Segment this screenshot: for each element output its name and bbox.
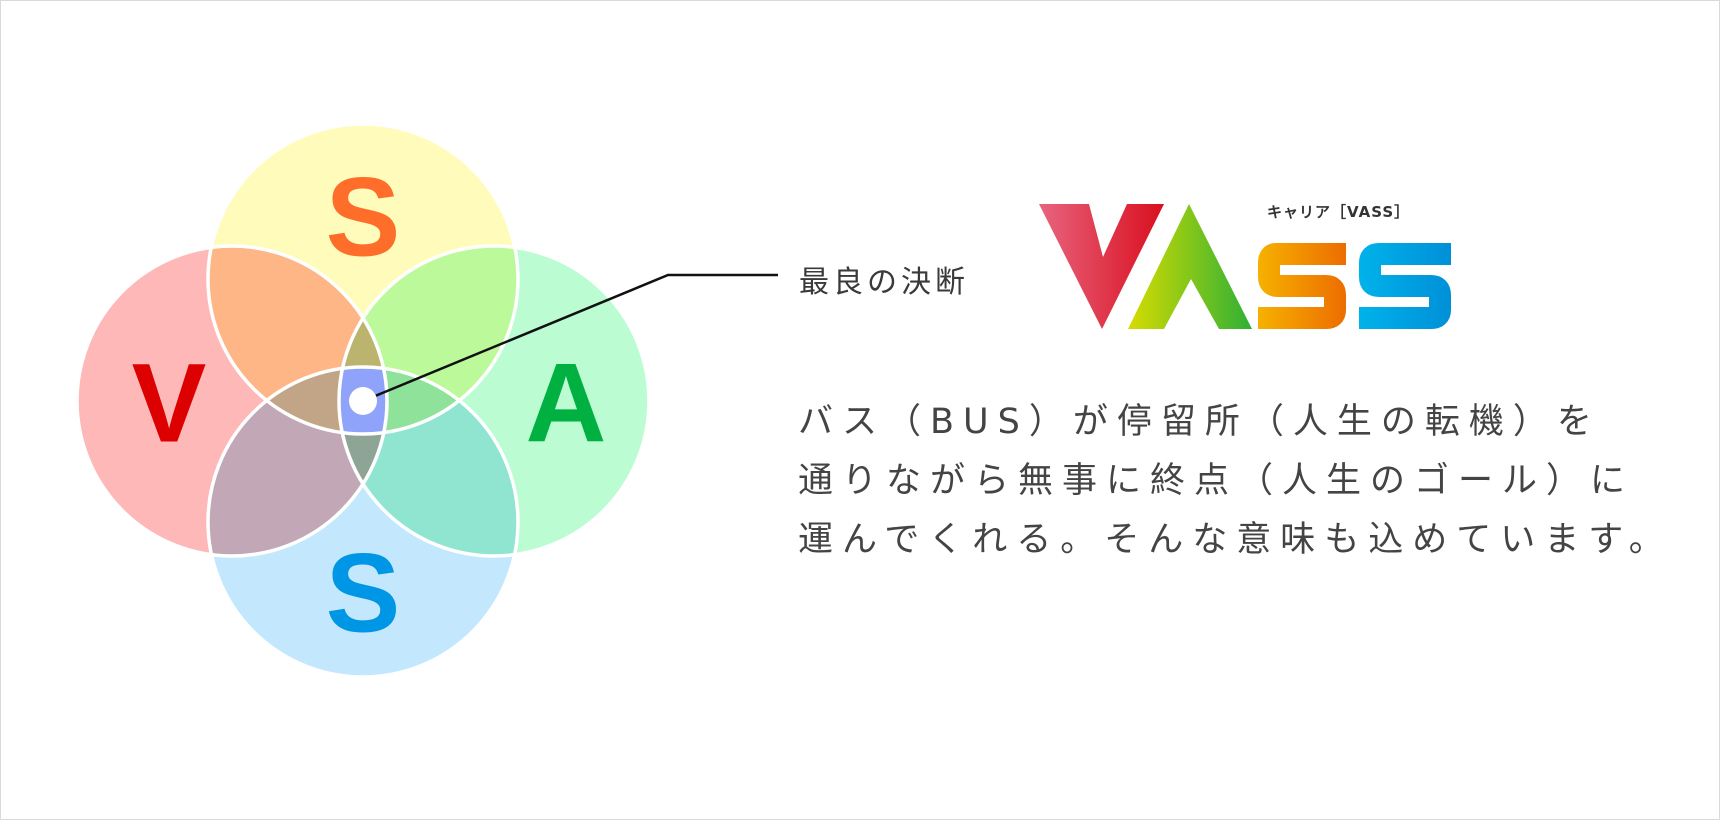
letter-v: V [132, 341, 207, 466]
logo-sublabel: キャリア［VASS］ [1267, 203, 1411, 221]
center-dot [349, 387, 377, 415]
logo-s-blue [1359, 243, 1451, 329]
logo-v [1039, 204, 1164, 329]
description-line: 運んでくれる。そんな意味も込めています。 [798, 520, 1673, 560]
logo-a [1128, 204, 1252, 329]
circle-s-bottom [208, 367, 518, 677]
callout-label: 最良の決断 [799, 265, 969, 300]
vass-logo [1039, 204, 1451, 329]
letter-a: A [526, 341, 607, 466]
description-line: 通りながら無事に終点（人生のゴール）に [798, 461, 1635, 501]
letter-s-bottom: S [326, 531, 401, 656]
letter-s-top: S [326, 155, 401, 280]
logo-s-orange [1258, 243, 1346, 329]
leader-line [362, 273, 778, 403]
description-line: バス（BUS）が停留所（人生の転機）を [798, 402, 1601, 442]
circle-outlines [75, 122, 651, 679]
description: バス（BUS）が停留所（人生の転機）を 通りながら無事に終点（人生のゴール）に … [798, 393, 1673, 570]
